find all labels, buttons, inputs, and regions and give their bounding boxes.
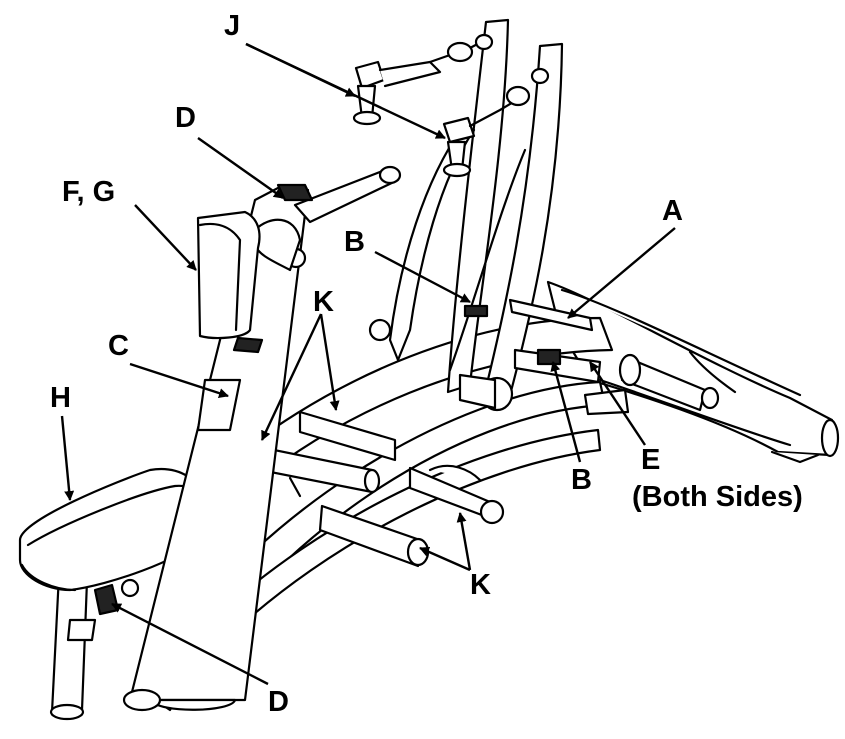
arrow-H (60, 415, 75, 501)
label-H: H (50, 382, 71, 414)
arrow-B-bottom (550, 361, 582, 463)
arrow-J-2 (245, 42, 446, 140)
cross-bars (248, 410, 505, 568)
rear-base-frame (546, 280, 840, 464)
label-A: A (662, 195, 683, 227)
arrow-FG (134, 204, 197, 271)
leader-arrows (60, 42, 676, 686)
label-B-bottom: B (571, 464, 592, 496)
top-bar (253, 165, 402, 272)
arrow-A (567, 227, 676, 319)
label-K-top: K (313, 286, 334, 318)
label-J: J (224, 10, 241, 42)
pulley-handles (352, 33, 550, 178)
arrow-K-bottom-1 (419, 546, 471, 572)
arrow-K-bottom-2 (456, 512, 472, 571)
label-K-bottom: K (470, 569, 491, 601)
shroud-box (196, 210, 261, 340)
label-D-top: D (175, 102, 196, 134)
seat-post (49, 553, 140, 721)
label-B-top: B (344, 226, 365, 258)
label-E-note: (Both Sides) (632, 481, 803, 513)
arrow-D-bottom (111, 602, 269, 686)
label-D-bottom: D (268, 686, 289, 718)
arrow-K-top-2 (319, 313, 340, 411)
arrow-K-top-1 (260, 313, 323, 441)
arrow-B-top (374, 250, 471, 304)
arrow-D-top (197, 137, 284, 199)
label-F-G: F, G (62, 176, 116, 208)
arrow-C (129, 362, 229, 398)
arrow-E (588, 361, 647, 446)
seat-pad (18, 467, 212, 592)
label-E: E (641, 444, 661, 476)
label-C: C (108, 330, 129, 362)
rear-handle (618, 353, 720, 412)
